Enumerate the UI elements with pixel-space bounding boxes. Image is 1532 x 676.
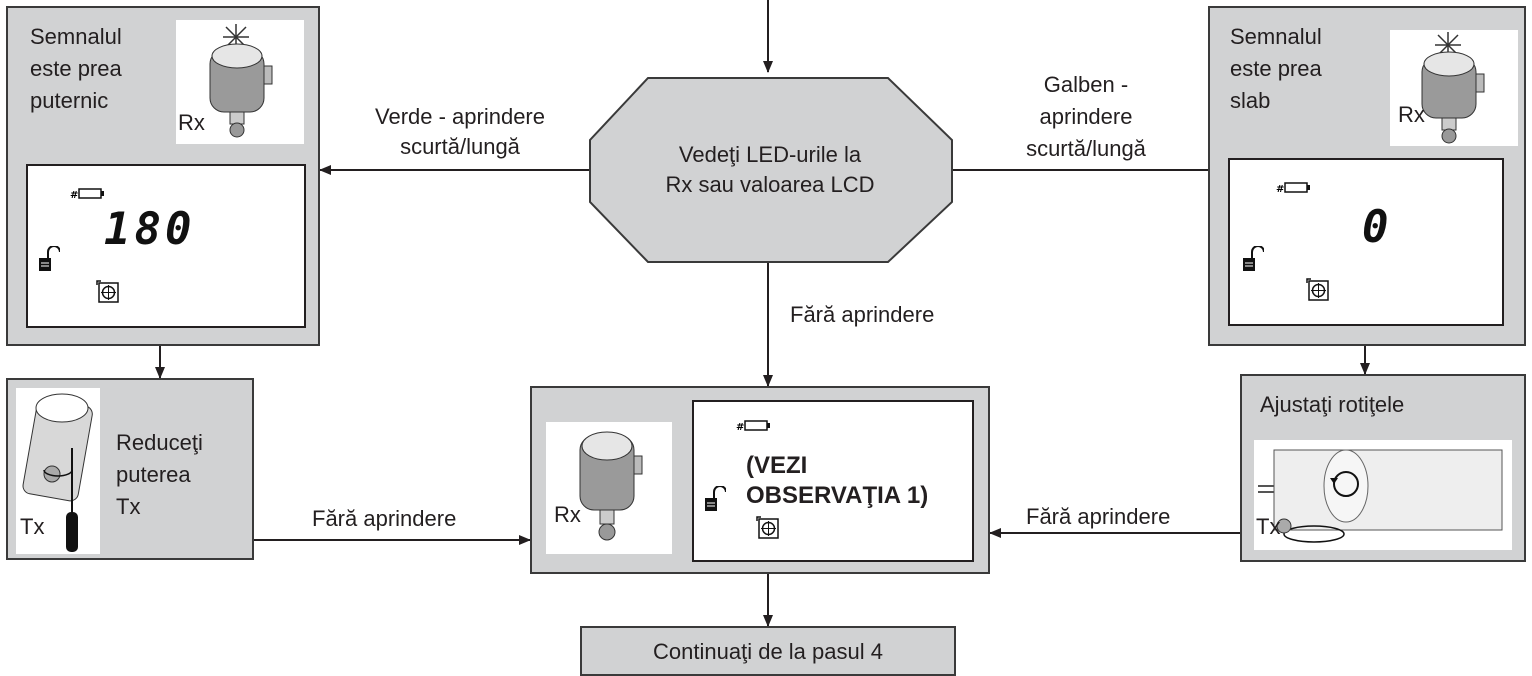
result-lcd-line1: (VEZI	[746, 452, 808, 479]
target-icon	[756, 516, 780, 540]
signal-too-weak-box: Semnalul este prea slab Rx # 0	[1208, 6, 1526, 346]
right-rx-label: Rx	[1398, 102, 1425, 127]
reduce-tx-power-box: Tx Reduceţi puterea Tx	[6, 378, 254, 560]
left-lcd-value: 180	[104, 204, 196, 255]
target-icon	[1306, 278, 1330, 302]
tx-sensor-photo	[16, 388, 100, 554]
tx-sensor-photo	[1254, 440, 1512, 550]
continue-box: Continuaţi de la pasul 4	[580, 626, 956, 676]
adjust-edge-label: Fără aprindere	[1026, 504, 1171, 529]
rotation-arrow-icon	[1330, 471, 1359, 497]
rx-sensor-photo	[546, 422, 672, 554]
screwdriver-icon	[66, 448, 78, 552]
signal-too-strong-box: Semnalul este prea puternic Rx # 180	[6, 6, 320, 346]
left-edge-label-line1: Verde - aprindere	[375, 104, 545, 129]
left-box-text-line1: Semnalul	[30, 24, 122, 49]
right-box-text-line1: Semnalul	[1230, 24, 1322, 49]
right-box-text-line3: slab	[1230, 88, 1271, 113]
left-rx-label: Rx	[178, 110, 205, 135]
reduce-tx-label: Tx	[20, 514, 45, 539]
right-edge-label-line2: aprindere	[1039, 104, 1133, 129]
reduce-text-line1: Reduceţi	[116, 430, 203, 455]
lock-icon	[704, 486, 726, 514]
left-box-text-line2: este prea	[30, 56, 122, 81]
reduce-text-line3: Tx	[116, 494, 141, 519]
rx-sensor-photo	[176, 20, 304, 144]
left-box-text-line3: puternic	[30, 88, 109, 113]
continue-label: Continuaţi de la pasul 4	[653, 639, 883, 664]
adjust-wheels-box: Ajustaţi rotiţele Tx	[1240, 374, 1526, 562]
result-lcd-display: # (VEZI OBSERVAŢIA 1)	[692, 400, 974, 562]
right-edge-label-line3: scurtă/lungă	[1026, 136, 1146, 161]
reduce-edge-label: Fără aprindere	[312, 506, 457, 531]
adjust-tx-label: Tx	[1256, 514, 1281, 539]
svg-text:#: #	[70, 190, 78, 200]
battery-icon: #	[1276, 182, 1310, 194]
center-label-line2: Rx sau valoarea LCD	[665, 172, 875, 197]
left-lcd-display: # 180	[26, 164, 306, 328]
center-label-line1: Vedeţi LED-urile la	[678, 142, 862, 167]
right-edge-label-line1: Galben -	[1043, 72, 1129, 97]
target-icon	[96, 280, 120, 304]
lock-icon	[38, 246, 60, 274]
result-lcd-line2: OBSERVAŢIA 1)	[746, 482, 929, 509]
battery-icon: #	[70, 188, 104, 200]
result-rx-label: Rx	[554, 502, 581, 527]
right-lcd-value: 0	[1362, 202, 1393, 253]
right-lcd-display: # 0	[1228, 158, 1504, 326]
right-box-text-line2: este prea	[1230, 56, 1322, 81]
reduce-text-line2: puterea	[116, 462, 191, 487]
lock-icon	[1242, 246, 1264, 274]
center-octagon	[589, 77, 953, 263]
battery-icon: #	[736, 420, 770, 432]
adjust-title: Ajustaţi rotiţele	[1260, 392, 1405, 417]
result-box: Rx # (VEZI OBSERVAŢIA 1)	[530, 386, 990, 574]
down-edge-label: Fără aprindere	[790, 302, 935, 327]
rx-sensor-photo	[1390, 30, 1518, 146]
svg-text:#: #	[736, 422, 744, 432]
left-edge-label-line2: scurtă/lungă	[400, 134, 520, 159]
svg-text:#: #	[1276, 184, 1284, 194]
